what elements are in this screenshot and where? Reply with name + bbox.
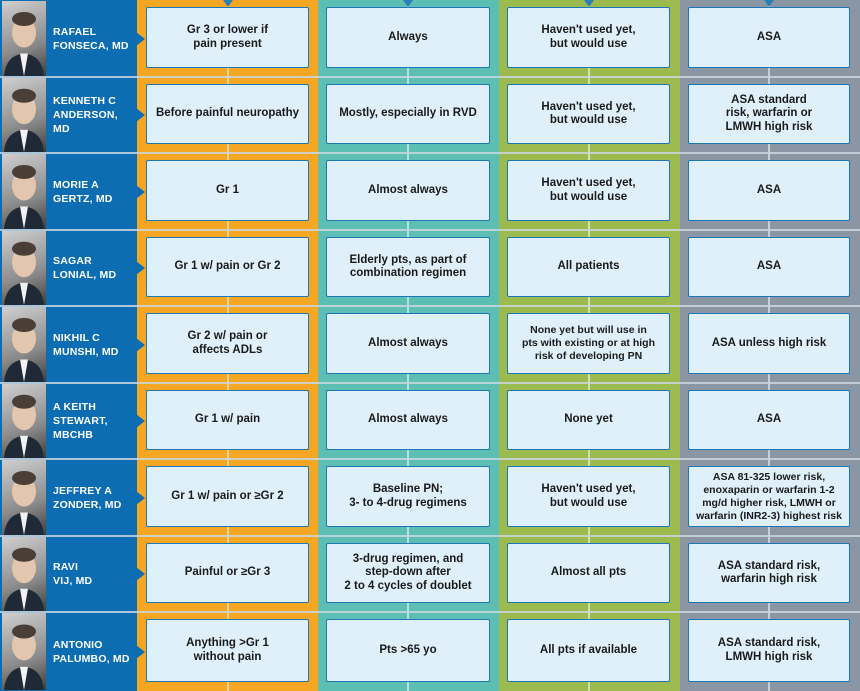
expert-name-box: SAGAR LONIAL, MD — [47, 231, 135, 305]
prophylaxis-cell: ASA — [688, 160, 850, 221]
down-arrow-icon — [403, 0, 413, 7]
row-arrow-icon — [136, 567, 145, 581]
prophylaxis-cell: ASA standard risk, warfarin high risk — [688, 543, 850, 603]
expert-name: JEFFREY A ZONDER, MD — [53, 484, 122, 511]
row-separator — [0, 382, 860, 384]
threshold-cell: Gr 3 or lower if pain present — [146, 7, 309, 68]
expert-name-box: NIKHIL C MUNSHI, MD — [47, 307, 135, 382]
expert-name: MORIE A GERTZ, MD — [53, 178, 113, 205]
row-arrow-icon — [136, 108, 145, 122]
row-arrow-icon — [136, 31, 145, 46]
down-arrow-icon — [764, 0, 774, 7]
expert-name-box: ANTONIO PALUMBO, MD — [47, 613, 135, 690]
prophylaxis-cell: ASA — [688, 7, 850, 68]
usage-cell: 3-drug regimen, and step-down after 2 to… — [326, 543, 490, 603]
expert-name-box: A KEITH STEWART, MBCHB — [47, 384, 135, 458]
usage-cell: Pts >65 yo — [326, 619, 490, 682]
portrait-photo — [2, 460, 46, 535]
row-separator — [0, 76, 860, 78]
expert-name: KENNETH C ANDERSON, MD — [53, 95, 118, 135]
threshold-cell: Gr 1 w/ pain or ≥Gr 2 — [146, 466, 309, 527]
row-separator — [0, 229, 860, 231]
row-separator — [0, 305, 860, 307]
availability-cell: Almost all pts — [507, 543, 670, 603]
expert-name: NIKHIL C MUNSHI, MD — [53, 331, 119, 358]
row-arrow-icon — [136, 490, 145, 505]
prophylaxis-cell: ASA — [688, 237, 850, 297]
portrait-photo — [2, 78, 46, 152]
prophylaxis-cell: ASA 81-325 lower risk, enoxaparin or war… — [688, 466, 850, 527]
row-arrow-icon — [136, 337, 145, 352]
expert-name: A KEITH STEWART, MBCHB — [53, 401, 108, 441]
portrait-photo — [2, 307, 46, 382]
availability-cell: Haven't used yet, but would use — [507, 84, 670, 144]
expert-name: RAVI VIJ, MD — [53, 561, 93, 587]
row-separator — [0, 535, 860, 537]
usage-cell: Always — [326, 7, 490, 68]
portrait-photo — [2, 154, 46, 229]
threshold-cell: Gr 1 w/ pain or Gr 2 — [146, 237, 309, 297]
usage-cell: Mostly, especially in RVD — [326, 84, 490, 144]
usage-cell: Baseline PN; 3- to 4-drug regimens — [326, 466, 490, 527]
availability-cell: Haven't used yet, but would use — [507, 466, 670, 527]
expert-name-box: JEFFREY A ZONDER, MD — [47, 460, 135, 535]
usage-cell: Almost always — [326, 390, 490, 450]
expert-name: ANTONIO PALUMBO, MD — [53, 638, 130, 665]
prophylaxis-cell: ASA unless high risk — [688, 313, 850, 374]
usage-cell: Almost always — [326, 313, 490, 374]
usage-cell: Almost always — [326, 160, 490, 221]
threshold-cell: Anything >Gr 1 without pain — [146, 619, 309, 682]
portrait-photo — [2, 1, 46, 76]
availability-cell: None yet but will use in pts with existi… — [507, 313, 670, 374]
row-arrow-icon — [136, 261, 145, 275]
usage-cell: Elderly pts, as part of combination regi… — [326, 237, 490, 297]
availability-cell: None yet — [507, 390, 670, 450]
threshold-cell: Gr 1 w/ pain — [146, 390, 309, 450]
expert-name-box: RAVI VIJ, MD — [47, 537, 135, 611]
prophylaxis-cell: ASA standard risk, LMWH high risk — [688, 619, 850, 682]
portrait-photo — [2, 384, 46, 458]
availability-cell: All pts if available — [507, 619, 670, 682]
down-arrow-icon — [583, 0, 594, 7]
availability-cell: Haven't used yet, but would use — [507, 160, 670, 221]
availability-cell: Haven't used yet, but would use — [507, 7, 670, 68]
row-arrow-icon — [136, 414, 145, 428]
availability-cell: All patients — [507, 237, 670, 297]
row-separator — [0, 611, 860, 613]
portrait-photo — [2, 537, 46, 611]
prophylaxis-cell: ASA — [688, 390, 850, 450]
portrait-photo — [2, 231, 46, 305]
expert-name-box: RAFAEL FONSECA, MD — [47, 1, 135, 76]
expert-name-box: MORIE A GERTZ, MD — [47, 154, 135, 229]
threshold-cell: Before painful neuropathy — [146, 84, 309, 144]
expert-name: RAFAEL FONSECA, MD — [53, 25, 129, 52]
prophylaxis-cell: ASA standard risk, warfarin or LMWH high… — [688, 84, 850, 144]
row-separator — [0, 458, 860, 460]
row-arrow-icon — [136, 644, 145, 659]
expert-name: SAGAR LONIAL, MD — [53, 255, 117, 281]
threshold-cell: Gr 1 — [146, 160, 309, 221]
threshold-cell: Gr 2 w/ pain or affects ADLs — [146, 313, 309, 374]
down-arrow-icon — [222, 0, 233, 7]
expert-name-box: KENNETH C ANDERSON, MD — [47, 78, 135, 152]
portrait-photo — [2, 613, 46, 690]
threshold-cell: Painful or ≥Gr 3 — [146, 543, 309, 603]
row-arrow-icon — [136, 184, 145, 199]
row-separator — [0, 152, 860, 154]
